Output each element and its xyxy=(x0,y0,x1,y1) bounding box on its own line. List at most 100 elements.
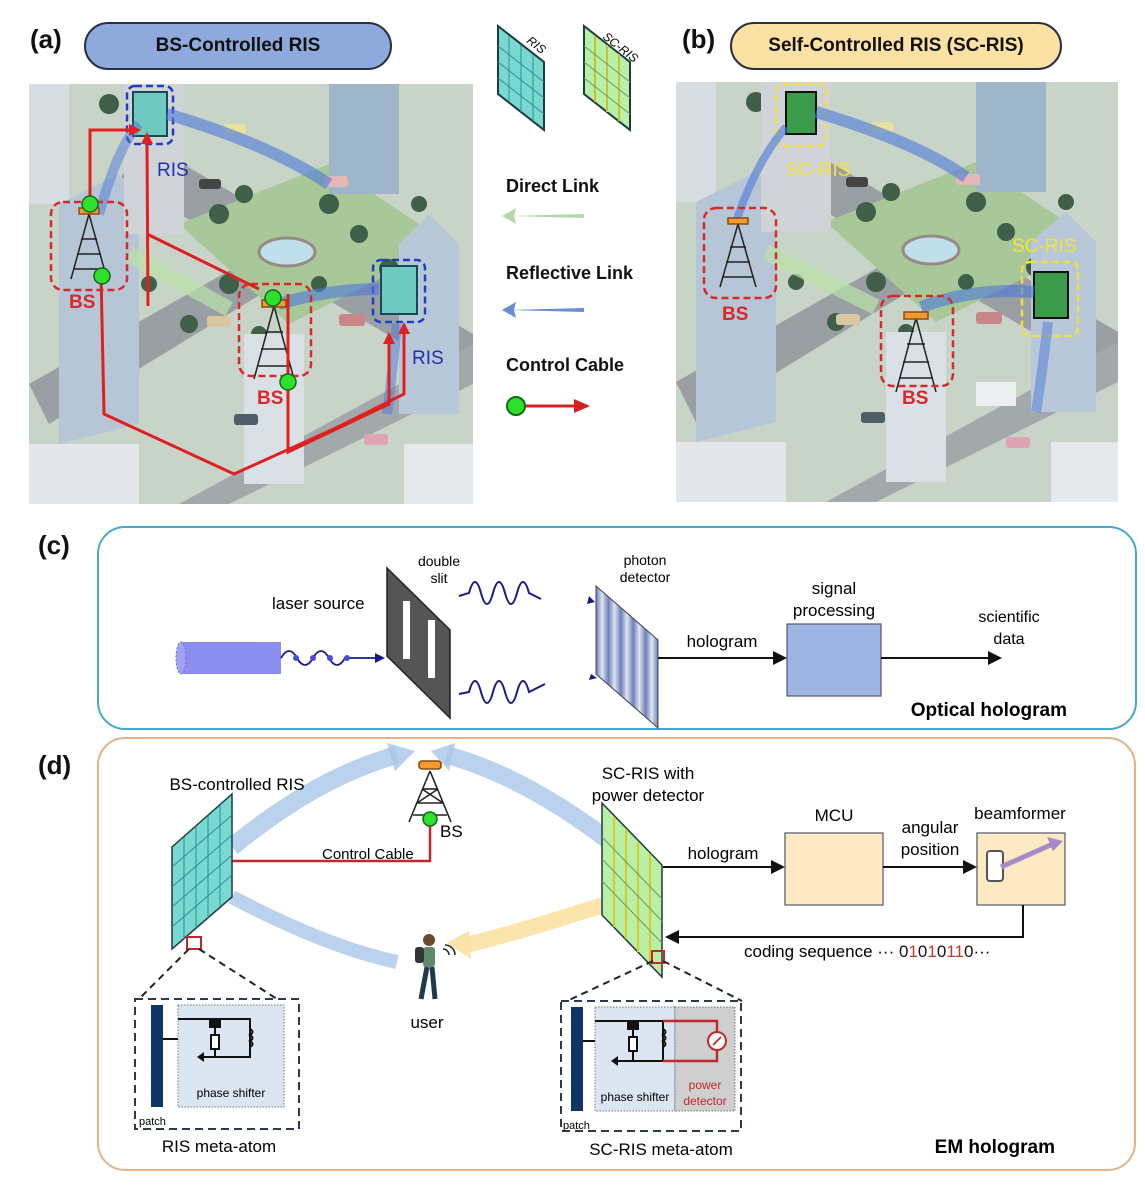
direct-link-beam xyxy=(125,246,233,317)
label-hologram: hologram xyxy=(688,844,759,863)
label-bs-controlled-ris: BS-controlled RIS xyxy=(169,775,304,794)
coding-sequence-suffix: ··· xyxy=(973,942,990,961)
car xyxy=(364,434,388,445)
label-ris-phase-shifter: phase shifter xyxy=(197,1086,266,1100)
fountain xyxy=(901,234,961,266)
beam-scris-to-bs xyxy=(444,746,623,855)
label-scris-right: SC-RIS xyxy=(1012,236,1077,257)
building xyxy=(976,82,1046,192)
scris-meta-atom xyxy=(560,1000,742,1132)
city-illustration-a xyxy=(29,84,473,504)
tower-center xyxy=(886,332,946,482)
label-beamformer: beamformer xyxy=(974,804,1066,823)
legend-control-cable-icon xyxy=(506,396,590,416)
label-bs-center: BS xyxy=(902,388,929,409)
wave-upper xyxy=(458,581,542,605)
ris-atom-highlight xyxy=(186,936,202,950)
bs-highlight-center xyxy=(237,282,313,378)
truck xyxy=(976,382,1016,406)
label-scris-top: SC-RIS xyxy=(786,160,851,181)
control-cable-nodes xyxy=(81,195,297,391)
building-right xyxy=(399,214,459,414)
legend-control-cable-label: Control Cable xyxy=(506,355,625,375)
scris-highlight-right xyxy=(1020,260,1080,338)
zoom-line xyxy=(198,948,278,1000)
direct-link-beam xyxy=(762,244,880,315)
label-bs-left: BS xyxy=(69,292,96,313)
label-photon-detector-1: photon xyxy=(624,552,667,568)
label-laser-source: laser source xyxy=(272,594,365,613)
tower-center xyxy=(244,334,304,484)
label-hologram: hologram xyxy=(687,632,758,651)
legend-direct-link-arrow xyxy=(502,208,584,224)
label-angular-position-2: position xyxy=(901,840,960,859)
scris-patch xyxy=(571,1007,583,1111)
panel-a-city-scene: RIS RIS BS BS xyxy=(29,84,473,504)
label-user: user xyxy=(410,1013,443,1032)
label-double-slit-1: double xyxy=(418,553,460,569)
building xyxy=(29,84,69,204)
caption-scris-meta-atom: SC-RIS meta-atom xyxy=(589,1140,733,1159)
label-signal-processing-1: signal xyxy=(812,579,856,598)
control-cable-line xyxy=(207,826,432,863)
bs-control-node xyxy=(422,811,438,827)
coding-bit: 1 xyxy=(908,942,917,961)
label-bs-left: BS xyxy=(722,304,749,325)
scris-panel xyxy=(601,801,665,979)
ris-atom-frame xyxy=(134,998,300,1130)
label-scientific-data-2: data xyxy=(993,631,1024,648)
coding-bit: 0 xyxy=(899,942,908,961)
coding-bit: 1 xyxy=(946,942,955,961)
optical-hologram-frame xyxy=(97,526,1137,730)
label-ris-patch: patch xyxy=(139,1116,166,1128)
label-photon-detector-2: detector xyxy=(620,569,671,585)
ris-meta-atom xyxy=(134,998,300,1130)
fountain xyxy=(257,236,317,268)
scris-panel-right xyxy=(1033,271,1069,319)
panel-b-city-scene: SC-RIS SC-RIS BS BS xyxy=(676,82,1118,502)
building xyxy=(676,82,716,202)
car xyxy=(199,179,221,189)
beam-ris-to-bs xyxy=(226,746,400,854)
laser-arrowhead xyxy=(375,653,385,663)
coding-bit: 1 xyxy=(927,942,936,961)
building xyxy=(676,442,786,502)
legend-scris-tile xyxy=(583,23,631,133)
scris-panel-top xyxy=(785,91,817,135)
power-detector-box xyxy=(674,1006,736,1112)
laser-source-icon xyxy=(175,641,281,675)
label-ris-top: RIS xyxy=(157,160,189,181)
scris-phase-shifter-circuit xyxy=(583,1020,672,1062)
label-scris-title-2: power detector xyxy=(592,786,705,805)
wifi-signal-icon xyxy=(442,944,456,956)
tower-left xyxy=(59,174,139,444)
reflective-link-beam xyxy=(165,108,333,189)
panel-a-letter: (a) xyxy=(30,24,62,54)
building xyxy=(29,444,139,504)
reflective-link-beam xyxy=(918,285,1035,313)
ris-phase-shifter-circuit xyxy=(163,1018,254,1058)
panel-a-title: BS-Controlled RIS xyxy=(84,22,392,70)
bs-tower-center xyxy=(895,311,937,393)
photon-detector-icon xyxy=(595,584,659,730)
zoom-line xyxy=(662,960,743,1002)
car xyxy=(1006,437,1030,448)
park xyxy=(826,162,1096,322)
car xyxy=(836,314,860,325)
beam-arrow xyxy=(999,840,1057,870)
panel-d-letter: (d) xyxy=(38,750,72,780)
building xyxy=(404,444,473,504)
legend-ris-tile xyxy=(497,23,545,133)
bs-highlight-left xyxy=(702,206,778,300)
mcu-box xyxy=(784,832,884,906)
tower-left xyxy=(696,172,776,442)
car xyxy=(976,312,1002,324)
label-control-cable: Control Cable xyxy=(322,846,414,863)
panel-c-letter: (c) xyxy=(38,530,70,560)
reflective-link-beam xyxy=(382,323,402,415)
ris-patch xyxy=(151,1005,163,1107)
legend-tiles: RIS SC-RIS xyxy=(497,23,641,133)
coding-sequence: coding sequence ··· 01010110··· xyxy=(744,942,990,961)
ris-panel-right xyxy=(380,265,418,315)
car xyxy=(207,316,231,327)
